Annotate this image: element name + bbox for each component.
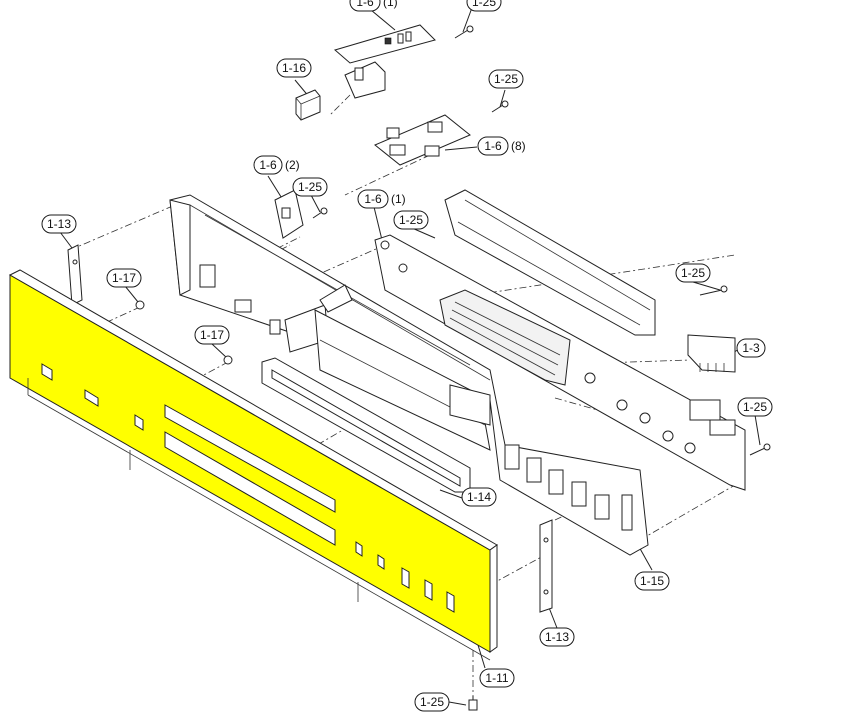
callout-label: 1-17	[112, 271, 136, 285]
callout-c5: 1-6 (8)	[477, 136, 526, 156]
callout-c9: 1-25	[393, 210, 429, 230]
callout-c4: 1-25	[488, 69, 524, 89]
callout-bubble	[461, 487, 497, 507]
knob-1-17-b	[223, 355, 233, 365]
switch-bracket-1-16	[295, 61, 386, 121]
screw-top-right	[454, 25, 474, 39]
callout-bubble	[41, 214, 77, 234]
rear-rail	[444, 189, 656, 336]
callout-bubble	[539, 627, 575, 647]
callout-c2: 1-25	[466, 0, 502, 12]
callout-c17: 1-15	[634, 571, 670, 591]
callout-label: 1-25	[681, 266, 705, 280]
callout-bubble	[414, 692, 450, 712]
callout-c14: 1-3	[736, 338, 766, 358]
callout-c18: 1-13	[539, 627, 575, 647]
pcb-1-6-2	[274, 189, 328, 239]
screw-right	[699, 285, 771, 456]
main-chassis	[169, 194, 649, 556]
callout-c20: 1-25	[414, 692, 450, 712]
callout-quantity: (8)	[511, 139, 526, 153]
callout-label: 1-6	[484, 139, 502, 153]
callout-bubble	[349, 0, 381, 12]
callout-quantity: (2)	[285, 158, 300, 172]
side-bracket-left	[67, 244, 83, 306]
callout-label: 1-25	[399, 213, 423, 227]
front-panel-1-11	[8, 269, 498, 661]
callout-label: 1-25	[494, 72, 518, 86]
pcb-1-6-8	[374, 114, 471, 166]
callout-label: 1-25	[743, 400, 767, 414]
callout-bubble	[393, 210, 429, 230]
callout-c1: 1-6 (1)	[349, 0, 398, 12]
callout-label: 1-6	[259, 158, 277, 172]
callout-c8: 1-6 (1)	[357, 189, 406, 209]
callout-bubble	[736, 338, 766, 358]
callout-label: 1-11	[485, 671, 508, 685]
callout-c10: 1-13	[41, 214, 77, 234]
callout-bubble	[477, 136, 509, 156]
callout-bubble	[466, 0, 502, 12]
callout-quantity: (1)	[391, 192, 406, 206]
callout-c16: 1-14	[461, 487, 497, 507]
callout-c3: 1-16	[276, 58, 312, 78]
callout-bubble	[194, 325, 230, 345]
callouts: 1-6 (1) 1-25 1-16 1-25 1-6 (8) 1-6 (2) 1-25 1-6 (1)…	[41, 0, 773, 712]
callout-c13: 1-25	[675, 263, 711, 283]
side-bracket-right	[539, 519, 553, 613]
callout-label: 1-25	[420, 695, 444, 709]
callout-quantity: (1)	[383, 0, 398, 9]
callout-bubble	[479, 668, 515, 688]
callout-c11: 1-17	[106, 268, 142, 288]
callout-bubble	[737, 397, 773, 417]
ribbon-cable-1-3	[687, 334, 736, 373]
display-teeth	[449, 301, 561, 376]
display-pcb-assembly	[374, 234, 746, 491]
callout-bubble	[253, 155, 283, 175]
window-frame-1-14	[261, 357, 471, 493]
callout-c15: 1-25	[737, 397, 773, 417]
callout-label: 1-6	[364, 192, 382, 206]
callout-bubble	[292, 177, 328, 197]
callout-bubble	[276, 58, 312, 78]
callout-label: 1-14	[467, 490, 491, 504]
callout-label: 1-13	[545, 630, 569, 644]
callout-label: 1-6	[356, 0, 374, 9]
callout-label: 1-17	[200, 328, 224, 342]
callout-c7: 1-25	[292, 177, 328, 197]
knob-1-17-a	[135, 300, 145, 310]
callout-c19: 1-11	[479, 668, 515, 688]
callout-label: 1-25	[298, 180, 322, 194]
callout-bubble	[106, 268, 142, 288]
callout-bubble	[634, 571, 670, 591]
callout-label: 1-13	[47, 217, 71, 231]
screw-pcb8	[491, 100, 509, 113]
screw-bottom	[468, 696, 478, 711]
callout-label: 1-16	[282, 61, 306, 75]
callout-c12: 1-17	[194, 325, 230, 345]
callout-label: 1-15	[640, 574, 664, 588]
callout-label: 1-3	[742, 341, 760, 355]
callout-bubble	[488, 69, 524, 89]
callout-c6: 1-6 (2)	[253, 155, 300, 175]
pcb-top	[333, 24, 436, 64]
connector-row	[504, 444, 633, 531]
callout-label: 1-25	[472, 0, 496, 9]
callout-bubble	[675, 263, 711, 283]
callout-bubble	[357, 189, 389, 209]
